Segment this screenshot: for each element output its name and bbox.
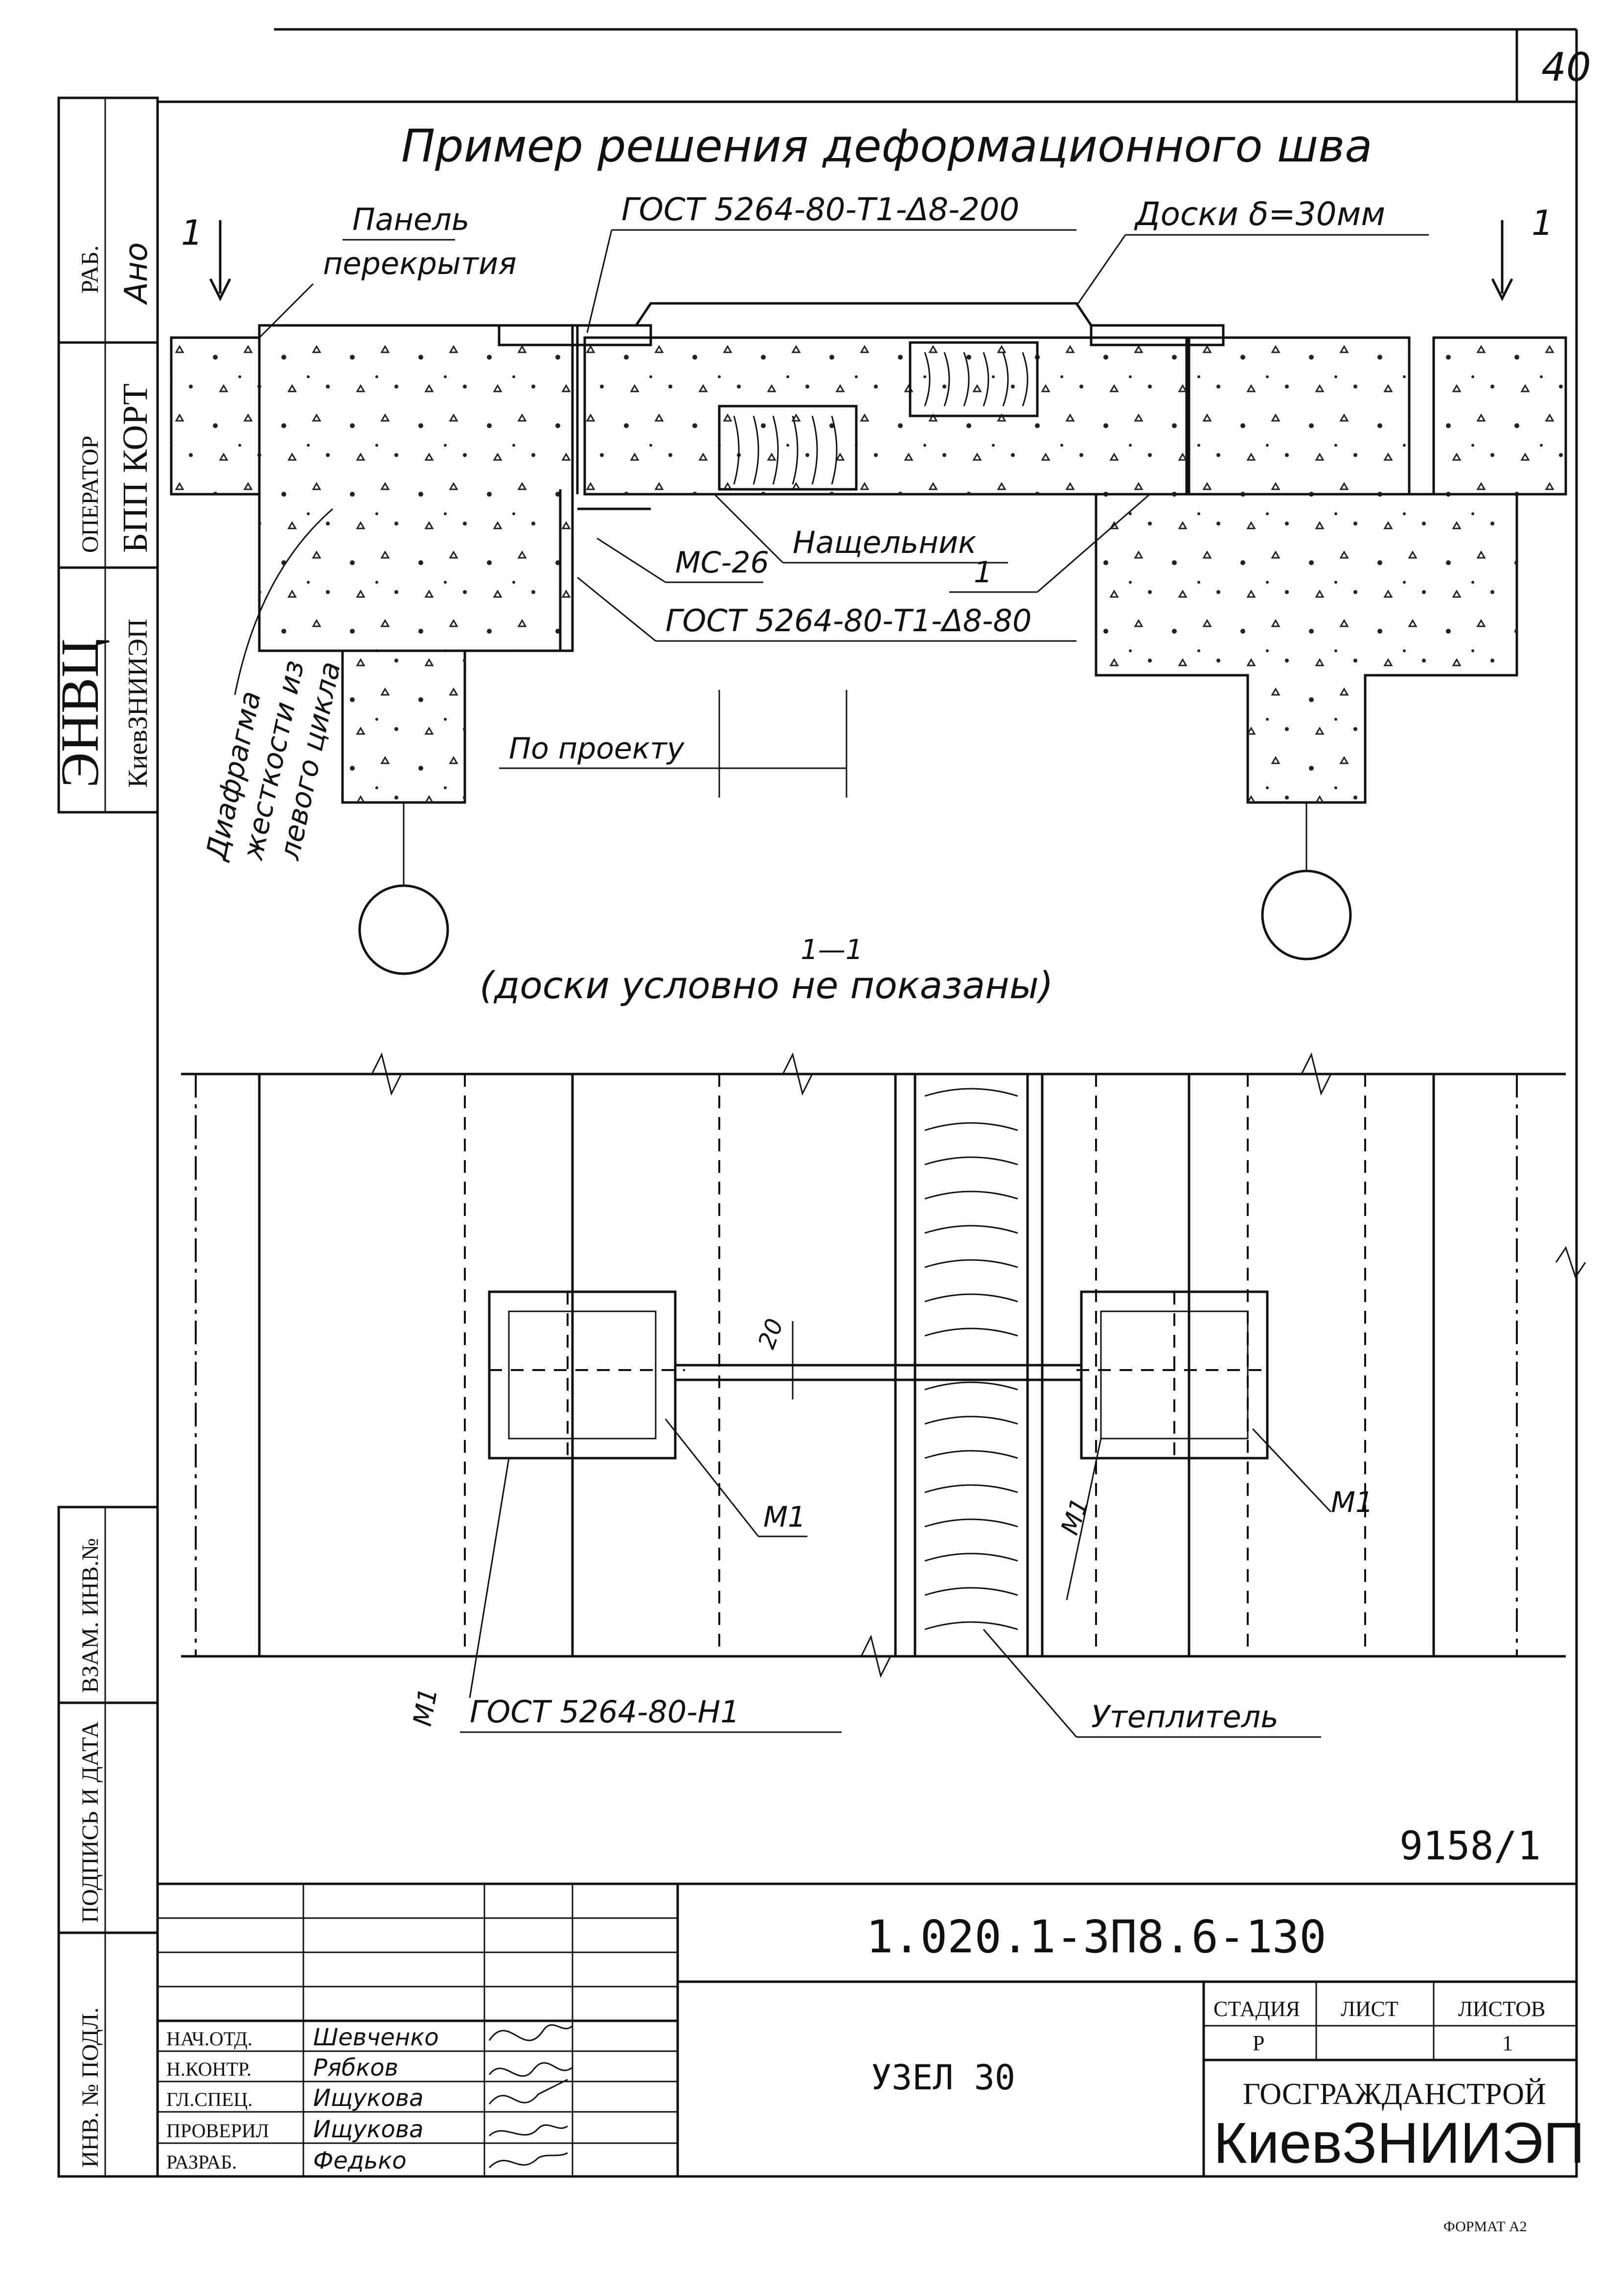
sig-name-0: Шевченко bbox=[313, 2024, 439, 2051]
sheet-title: Пример решения деформационного шва bbox=[401, 120, 1372, 172]
label-gost-bottom: ГОСТ 5264-80-Н1 bbox=[470, 1694, 740, 1730]
sig-role-3: ПРОВЕРИЛ bbox=[166, 2120, 269, 2142]
label-m1-left: М1 bbox=[763, 1500, 806, 1533]
axis-circle-left bbox=[358, 884, 449, 975]
sig-role-2: ГЛ.СПЕЦ. bbox=[166, 2088, 252, 2110]
label-po-proektu: По проекту bbox=[509, 732, 685, 766]
stage-value: Р bbox=[1253, 2031, 1264, 2055]
title-block: НАЧ.ОТД. Шевченко Н.КОНТР. Рябков ГЛ.СПЕ… bbox=[158, 1882, 1585, 2176]
format-label: ФОРМАТ А2 bbox=[1443, 2219, 1527, 2235]
label-insulation: Утеплитель bbox=[1091, 1699, 1279, 1735]
label-boards: Доски δ=30мм bbox=[1134, 195, 1385, 233]
sheet-header: ЛИСТ bbox=[1341, 1997, 1398, 2021]
sig-role-4: РАЗРАБ. bbox=[166, 2151, 237, 2173]
bottom-section: 20 М1 М1 М1 М1 ГОСТ 5264-80-Н1 Утеплител… bbox=[181, 1052, 1586, 1738]
stamp-operator-value: БПП КОРТ bbox=[115, 384, 155, 553]
stamp-org: ЭНВЦ bbox=[50, 639, 110, 788]
sig-role-0: НАЧ.ОТД. bbox=[166, 2028, 252, 2050]
axis-circle-right bbox=[1261, 869, 1352, 961]
stamp-lower-2: ПОДПИСЬ И ДАТА bbox=[77, 1721, 103, 1923]
label-panel-2: перекрытия bbox=[323, 246, 517, 281]
inventory-number: 9158/1 bbox=[1399, 1823, 1541, 1869]
top-section: 1 1 Панель перекрытия ГОСТ 5264-80-Т1-Δ8… bbox=[170, 192, 1567, 975]
stamp-operator-label: ОПЕРАТОР bbox=[77, 435, 103, 553]
stamp-lower-1: ВЗАМ. ИНВ.№ bbox=[77, 1538, 103, 1693]
label-m1-diag: М1 bbox=[1055, 1494, 1095, 1538]
section-mark: 1—1 bbox=[801, 934, 863, 966]
org-bottom: КиевЗНИИЭП bbox=[1213, 2111, 1585, 2175]
label-panel: Панель bbox=[352, 202, 469, 237]
drawing-name: УЗЕЛ 30 bbox=[871, 2058, 1015, 2098]
insulation-coil-lower bbox=[733, 415, 838, 485]
doc-num: 30 bbox=[1272, 1911, 1327, 1963]
sig-name-2: Ищукова bbox=[313, 2084, 424, 2112]
stamp-lower-3: ИНВ. № ПОДЛ. bbox=[77, 2008, 103, 2168]
handwritten-signatures bbox=[488, 2024, 573, 2169]
label-m1-right: М1 bbox=[1331, 1486, 1373, 1519]
sig-name-1: Рябков bbox=[313, 2054, 398, 2082]
sheets-header: ЛИСТОВ bbox=[1458, 1997, 1545, 2021]
sig-role-1: Н.КОНТР. bbox=[166, 2058, 252, 2080]
stamp-work-value: Ано bbox=[118, 242, 155, 305]
label-m1-bottom: М1 bbox=[408, 1686, 444, 1728]
section-caption: (доски условно не показаны) bbox=[480, 963, 1053, 1007]
insulation-coil-upper bbox=[924, 352, 1029, 407]
stage-header: СТАДИЯ bbox=[1213, 1997, 1300, 2021]
label-mark-one: 1 bbox=[974, 555, 992, 590]
left-stamp: ЭНВЦ КиевЗНИИЭП ОПЕРАТОР БПП КОРТ РАБ. А… bbox=[50, 96, 159, 2178]
stamp-work-label: РАБ. bbox=[76, 245, 103, 294]
dim-20: 20 bbox=[753, 1315, 789, 1353]
insulation-strip bbox=[924, 1088, 1018, 1630]
page-number: 40 bbox=[1541, 45, 1591, 90]
label-gost-top: ГОСТ 5264-80-Т1-Δ8-200 bbox=[621, 192, 1019, 228]
sig-name-4: Федько bbox=[313, 2147, 407, 2174]
section-mark-left: 1 bbox=[181, 213, 203, 253]
sheets-value: 1 bbox=[1502, 2031, 1513, 2055]
label-nashchelnik: Нащельник bbox=[793, 525, 977, 560]
org-top: ГОСГРАЖДАНСТРОЙ bbox=[1243, 2078, 1546, 2111]
sheet-frame: 40 bbox=[156, 28, 1591, 2178]
doc-code: 1.020.1-3П8.6-1 bbox=[866, 1911, 1273, 1963]
sig-name-3: Ищукова bbox=[313, 2116, 424, 2143]
section-mark-right: 1 bbox=[1532, 203, 1554, 243]
label-ms: МС-26 bbox=[675, 546, 769, 580]
label-gost-mid: ГОСТ 5264-80-Т1-Δ8-80 bbox=[665, 603, 1031, 639]
stamp-org-sub: КиевЗНИИЭП bbox=[123, 619, 153, 788]
